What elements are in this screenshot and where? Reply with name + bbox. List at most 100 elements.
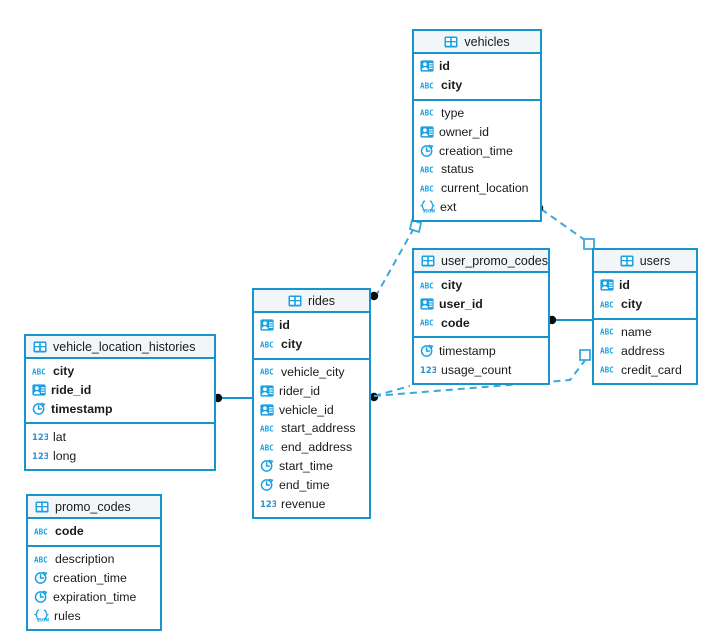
svg-text:ABC: ABC [260,340,274,349]
er-column-vehicles-ext[interactable]: JSON ext [414,198,540,217]
er-column-vehicles-owner_id[interactable]: owner_id [414,122,540,141]
er-column-user_promo_codes-code[interactable]: ABC code [414,314,548,333]
id-card-icon [420,60,434,72]
abc-text-icon: ABC [260,340,274,349]
er-column-users-city[interactable]: ABC city [594,295,696,314]
svg-text:ABC: ABC [260,443,274,452]
er-column-rides-rider_id[interactable]: rider_id [254,381,369,400]
er-column-name-end_address: end_address [281,440,353,455]
id-card-icon [420,126,434,138]
er-primary-keys-vehicles: id ABC city [414,54,540,101]
er-column-user_promo_codes-usage_count[interactable]: 123 usage_count [414,360,548,379]
er-column-name-vehicle_id: vehicle_id [279,402,334,417]
table-grid-icon [620,255,634,266]
er-table-users[interactable]: users id ABC city ABC name ABC address A… [592,248,698,385]
json-icon: JSON [420,201,435,213]
er-column-users-address[interactable]: ABC address [594,341,696,360]
er-column-rides-revenue[interactable]: 123 revenue [254,494,369,513]
er-column-name-credit_card: credit_card [621,362,682,377]
er-type-icon-uuid [260,319,274,331]
er-column-name-city: city [441,78,463,93]
er-table-header-vehicles[interactable]: vehicles [414,31,540,54]
er-type-icon-string: ABC [34,526,50,537]
123-number-icon: 123 [32,432,48,442]
er-table-header-promo_codes[interactable]: promo_codes [28,496,160,519]
er-column-promo_codes-description[interactable]: ABC description [28,550,160,569]
er-primary-keys-vehicle_location_histories: ABC city ride_id timestamp [26,359,214,425]
er-type-icon-timestamp [34,571,48,585]
er-column-vehicle_location_histories-ride_id[interactable]: ride_id [26,381,214,400]
er-table-header-vehicle_location_histories[interactable]: vehicle_location_histories [26,336,214,359]
er-column-rides-end_address[interactable]: ABC end_address [254,438,369,457]
er-table-promo_codes[interactable]: promo_codes ABC code ABC description cre… [26,494,162,631]
er-column-name-id: id [439,59,450,74]
svg-text:ABC: ABC [420,319,434,328]
er-column-rides-id[interactable]: id [254,316,369,335]
er-column-rides-end_time[interactable]: end_time [254,475,369,494]
er-column-vehicles-creation_time[interactable]: creation_time [414,141,540,160]
er-column-promo_codes-code[interactable]: ABC code [28,522,160,541]
er-column-user_promo_codes-user_id[interactable]: user_id [414,295,548,314]
er-column-vehicles-type[interactable]: ABC type [414,104,540,123]
er-table-vehicles[interactable]: vehicles id ABC city ABC type owner_id c… [412,29,542,223]
json-icon: JSON [34,609,49,622]
er-column-vehicles-status[interactable]: ABC status [414,160,540,179]
er-type-icon-string: ABC [260,339,276,350]
clock-icon [420,144,434,157]
abc-text-icon: ABC [420,165,434,174]
er-column-name-long: long [53,448,77,463]
id-card-icon [260,385,274,397]
er-type-icon-string: ABC [600,364,616,375]
er-type-icon-string: ABC [420,317,436,328]
er-column-rides-start_address[interactable]: ABC start_address [254,419,369,438]
er-column-rides-vehicle_city[interactable]: ABC vehicle_city [254,363,369,382]
er-column-users-credit_card[interactable]: ABC credit_card [594,360,696,379]
er-table-header-rides[interactable]: rides [254,290,369,313]
er-column-user_promo_codes-timestamp[interactable]: timestamp [414,341,548,360]
er-column-vehicle_location_histories-timestamp[interactable]: timestamp [26,400,214,419]
er-column-vehicle_location_histories-city[interactable]: ABC city [26,362,214,381]
abc-text-icon: ABC [32,367,46,376]
er-columns-users: ABC name ABC address ABC credit_card [594,320,696,383]
er-table-header-users[interactable]: users [594,250,696,273]
er-table-name-promo_codes: promo_codes [55,499,131,514]
er-column-rides-vehicle_id[interactable]: vehicle_id [254,400,369,419]
edge-vehicles-users [534,203,595,250]
er-column-promo_codes-rules[interactable]: JSON rules [28,606,160,625]
edge-user_promo_codes-users [547,315,592,325]
er-column-vehicle_location_histories-long[interactable]: 123 long [26,446,214,465]
er-column-rides-start_time[interactable]: start_time [254,457,369,476]
svg-text:ABC: ABC [600,300,614,309]
clock-icon [34,572,48,585]
er-column-name-name: name [621,324,652,339]
er-column-vehicles-current_location[interactable]: ABC current_location [414,179,540,198]
abc-text-icon: ABC [600,347,614,356]
clock-icon [420,344,434,358]
edge-rides-user_promo_codes [369,385,411,402]
er-column-rides-city[interactable]: ABC city [254,335,369,354]
edge-endpoint-dot [369,392,379,402]
er-column-users-id[interactable]: id [594,276,696,295]
er-column-promo_codes-expiration_time[interactable]: expiration_time [28,587,160,606]
er-column-vehicles-id[interactable]: id [414,57,540,76]
abc-text-icon: ABC [420,281,434,290]
er-column-vehicle_location_histories-lat[interactable]: 123 lat [26,427,214,446]
er-table-name-user_promo_codes: user_promo_codes [441,253,549,268]
er-table-user_promo_codes[interactable]: user_promo_codes ABC city user_id ABC co… [412,248,550,385]
er-type-icon-number: 123 [260,498,276,509]
er-table-header-user_promo_codes[interactable]: user_promo_codes [414,250,548,273]
svg-text:ABC: ABC [420,109,434,118]
id-card-icon [600,279,614,291]
er-type-icon-uuid [260,385,274,397]
table-grid-icon [288,295,302,306]
er-column-user_promo_codes-city[interactable]: ABC city [414,276,548,295]
er-column-users-name[interactable]: ABC name [594,323,696,342]
er-table-vehicle_location_histories[interactable]: vehicle_location_histories ABC city ride… [24,334,216,471]
er-column-promo_codes-creation_time[interactable]: creation_time [28,569,160,588]
er-table-rides[interactable]: rides id ABC city ABC vehicle_city rider… [252,288,371,519]
er-column-name-start_address: start_address [281,421,356,436]
er-column-name-current_location: current_location [441,181,529,196]
er-column-name-rules: rules [54,608,81,623]
er-column-vehicles-city[interactable]: ABC city [414,76,540,95]
svg-text:ABC: ABC [260,424,274,433]
